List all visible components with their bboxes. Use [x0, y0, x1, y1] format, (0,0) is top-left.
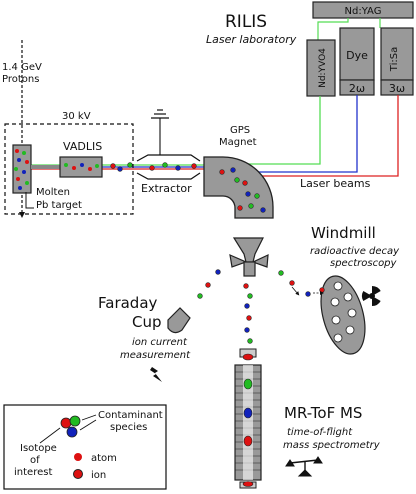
windmill-wheel: [320, 275, 366, 355]
lightning-icon: [150, 367, 162, 382]
ground-icon: [151, 109, 169, 119]
legend-contaminant-line2: species: [110, 422, 147, 433]
windmill-beam-particles: [278, 270, 325, 297]
legend-cluster: [60, 415, 81, 438]
balance-scale-icon: [285, 456, 323, 477]
legend-isotope-line2: of: [30, 455, 40, 466]
target-label-line1: Molten: [36, 187, 70, 198]
faraday-desc1: ion current: [132, 337, 188, 348]
faraday-desc2: measurement: [120, 350, 191, 361]
tisa-harmonic-box: [380, 79, 414, 96]
legend-atom-label: atom: [91, 453, 117, 464]
down-beam-particles: [243, 283, 253, 344]
tisa-laser: [380, 27, 414, 81]
target-atoms: [14, 149, 29, 190]
legend-isotope-line1: Isotope: [20, 443, 57, 454]
vadlis-atoms: [64, 163, 99, 171]
switch-left-port: [229, 254, 248, 268]
laser-beams-label: Laser beams: [300, 177, 371, 190]
ndyvo4-label: Nd:YVO4: [318, 48, 328, 88]
red-beam-path: [250, 95, 399, 177]
windmill-title: Windmill: [311, 224, 376, 242]
gps-label-line2: Magnet: [219, 137, 257, 148]
target-label-line2: Pb target: [36, 200, 82, 211]
windmill-desc2: spectroscopy: [330, 258, 398, 269]
vadlis-source: [59, 156, 103, 178]
mrtof-desc1: time-of-flight: [287, 427, 353, 438]
extractor-electrode-top: [136, 154, 201, 162]
ndyvo4-laser: [306, 39, 336, 97]
legend-ion-label: ion: [91, 470, 106, 481]
switch-right-port: [251, 254, 269, 268]
gps-label-line1: GPS: [230, 125, 250, 136]
ion-source-enclosure: [4, 123, 134, 215]
legend-contaminant-line1: Contaminant: [98, 410, 163, 421]
green-beam-path: [235, 96, 321, 165]
rilis-title: RILIS: [225, 12, 267, 32]
dye-label: Dye: [346, 49, 368, 62]
legend-isotope-line3: interest: [14, 467, 52, 478]
dye-harmonic-label: 2ω: [349, 82, 365, 95]
source-voltage: 30 kV: [62, 111, 91, 122]
tisa-label: Ti:Sa: [389, 47, 400, 72]
blue-beam-path: [246, 95, 358, 173]
faraday-title-line1: Faraday: [98, 294, 158, 312]
mrtof-title: MR-ToF MS: [284, 404, 362, 422]
magnet-particles: [219, 167, 266, 213]
legend-atom-marker: [74, 453, 82, 461]
radiation-icon: [361, 285, 381, 307]
rilis-subtitle: Laser laboratory: [206, 33, 297, 46]
faraday-title-line2: Cup: [132, 313, 162, 331]
mrtof-ions: [243, 378, 253, 447]
mrtof-desc2: mass spectrometry: [283, 440, 381, 451]
extractor-label: Extractor: [141, 182, 192, 195]
ndyag-laser: [312, 1, 414, 19]
tisa-harmonic-label: 3ω: [389, 82, 405, 95]
protons-label: Protons: [2, 74, 39, 85]
pump-line-ndyvo4: [317, 18, 349, 40]
extractor-electrode-bottom: [136, 172, 201, 180]
faraday-cup: [167, 307, 191, 334]
faraday-beam-particles: [197, 269, 221, 299]
ndyag-label: Nd:YAG: [345, 6, 382, 17]
windmill-desc1: radioactive decay: [310, 246, 400, 257]
vadlis-label: VADLIS: [63, 140, 102, 153]
legend-ion-marker: [73, 469, 83, 479]
windmill-foils: [330, 281, 357, 343]
switch-down-port: [243, 261, 256, 277]
beamline-particles: [110, 162, 197, 172]
